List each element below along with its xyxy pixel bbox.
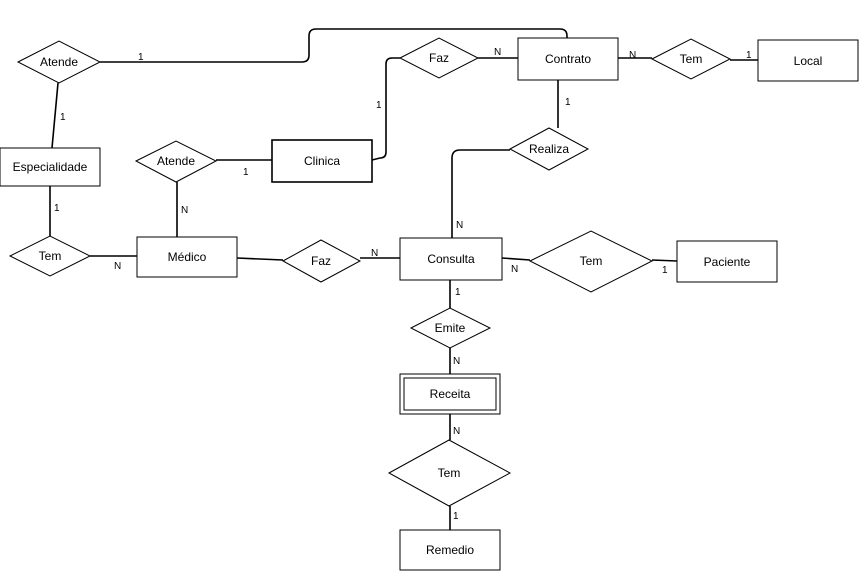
- relationship-realiza[interactable]: Realiza: [508, 127, 590, 171]
- cardinality-emite-consulta: 1: [455, 287, 461, 298]
- relationship-tem-especialidade[interactable]: Tem: [8, 235, 92, 277]
- relationship-faz-consulta-label: Faz: [311, 254, 331, 268]
- cardinality-tem-especialidade: 1: [54, 203, 60, 214]
- connector-tem-paciente: [651, 259, 678, 262]
- entity-receita-label: Receita: [430, 387, 471, 401]
- cardinality-tem-paciente: 1: [662, 265, 668, 276]
- connector-medico-faz: [236, 257, 284, 261]
- entity-consulta-label: Consulta: [427, 252, 475, 266]
- cardinality-realiza-contrato: 1: [565, 97, 571, 108]
- relationship-faz-top[interactable]: Faz: [398, 37, 480, 79]
- entity-clinica[interactable]: Clinica: [271, 139, 373, 183]
- cardinality-atende-contrato: 1: [138, 52, 144, 63]
- entity-medico-label: Médico: [168, 250, 207, 264]
- cardinality-atende-especialidade: 1: [60, 112, 66, 123]
- relationship-faz-top-label: Faz: [429, 51, 449, 65]
- cardinality-faz-consulta: N: [371, 248, 378, 259]
- cardinality-tem-receita: N: [453, 426, 460, 437]
- relationship-realiza-label: Realiza: [529, 142, 569, 156]
- cardinality-tem-contrato: N: [629, 50, 636, 61]
- connector-atende-especialidade: [51, 82, 59, 149]
- entity-remedio[interactable]: Remedio: [399, 529, 501, 571]
- cardinality-realiza-consulta: N: [456, 220, 463, 231]
- relationship-tem-remedio[interactable]: Tem: [387, 439, 512, 507]
- entity-contrato[interactable]: Contrato: [517, 37, 619, 81]
- cardinality-faz-clinica: 1: [376, 100, 382, 111]
- entity-especialidade[interactable]: Especialidade: [0, 147, 101, 187]
- entity-local[interactable]: Local: [757, 39, 859, 82]
- relationship-tem-paciente-label: Tem: [580, 254, 603, 268]
- connectors: [49, 28, 758, 530]
- relationship-atende-clinica[interactable]: Atende: [134, 140, 218, 183]
- relationship-emite[interactable]: Emite: [409, 307, 492, 349]
- relationship-tem-local-label: Tem: [680, 52, 703, 66]
- relationship-tem-local[interactable]: Tem: [650, 38, 732, 80]
- entity-consulta[interactable]: Consulta: [399, 237, 503, 281]
- cardinality-tem-remedio: 1: [453, 511, 459, 522]
- connector-atende-contrato: [100, 28, 568, 63]
- relationship-tem-remedio-label: Tem: [438, 466, 461, 480]
- entity-receita-weak[interactable]: Receita: [399, 373, 501, 415]
- cardinality-tem-local: 1: [746, 50, 752, 61]
- cardinality-atende-medico: N: [181, 205, 188, 216]
- cardinality-faz-contrato: N: [494, 47, 501, 58]
- cardinality-emite-receita: N: [453, 356, 460, 367]
- relationship-tem-especialidade-label: Tem: [39, 249, 62, 263]
- entity-paciente-label: Paciente: [704, 255, 751, 269]
- entity-local-label: Local: [794, 54, 823, 68]
- entity-clinica-label: Clinica: [304, 154, 340, 168]
- relationship-tem-paciente[interactable]: Tem: [528, 230, 654, 293]
- entity-medico[interactable]: Médico: [136, 236, 238, 278]
- connector-faz-clinica: [371, 57, 400, 161]
- relationship-atende-top[interactable]: Atende: [16, 40, 102, 84]
- relationship-atende-clinica-label: Atende: [157, 154, 195, 168]
- relationship-atende-top-label: Atende: [40, 55, 78, 69]
- cardinality-tem-medico: N: [114, 261, 121, 272]
- relationship-faz-consulta[interactable]: Faz: [281, 239, 362, 283]
- entity-paciente[interactable]: Paciente: [676, 240, 778, 283]
- cardinality-atende-clinica: 1: [243, 167, 249, 178]
- connector-consulta-tem: [501, 257, 531, 261]
- entity-especialidade-label: Especialidade: [13, 160, 88, 174]
- cardinality-tem-consulta: N: [511, 264, 518, 275]
- relationship-emite-label: Emite: [435, 321, 466, 335]
- entity-contrato-label: Contrato: [545, 52, 591, 66]
- connector-realiza-consulta: [451, 149, 510, 238]
- cardinality-labels: 1 1 N 1 N 1 1 N 1 N 1 N N N 1 1 N N 1: [54, 47, 752, 522]
- entity-remedio-label: Remedio: [426, 543, 474, 557]
